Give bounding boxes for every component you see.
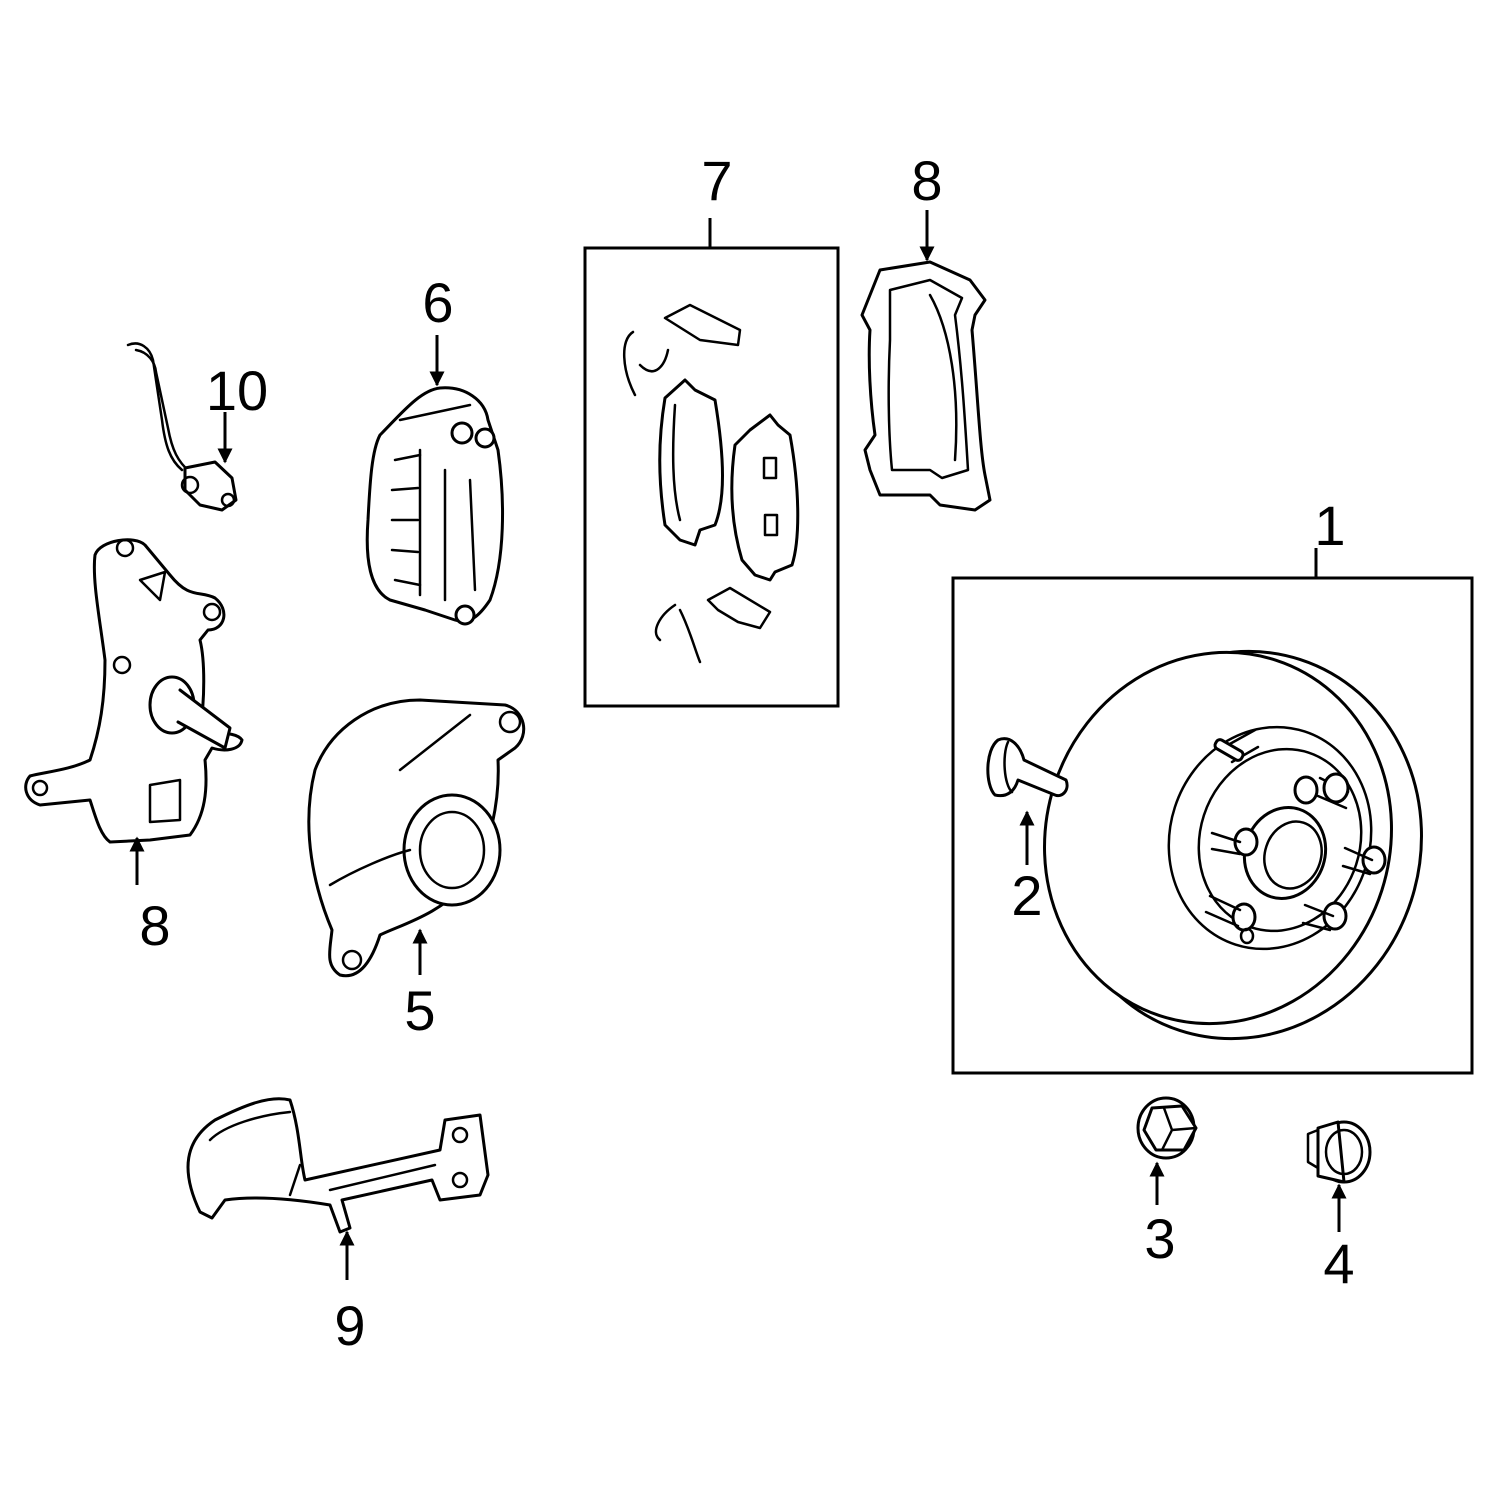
dust-cap-illustration: [1306, 1120, 1372, 1184]
callout-5-label: 5: [404, 979, 435, 1042]
callout-2-label: 2: [1011, 864, 1042, 927]
callout-6-label: 6: [422, 271, 453, 334]
callout-8a-label: 8: [911, 149, 942, 212]
callout-4-label: 4: [1323, 1232, 1354, 1295]
hub-nut-illustration: [1136, 1096, 1198, 1160]
abs-wheel-speed-sensor-illustration: [126, 342, 238, 512]
steering-knuckle-illustration: [24, 538, 244, 844]
splash-shield-illustration: [307, 698, 526, 978]
callout-10-label: 10: [206, 359, 268, 422]
callout-3-label: 3: [1144, 1207, 1175, 1270]
wheel-stud-illustration: [986, 737, 1069, 798]
callout-8b-label: 8: [139, 894, 170, 957]
caliper-bracket-illustration: [860, 260, 992, 512]
rotor-kit-group-box: [951, 576, 1474, 1075]
callout-7-label: 7: [701, 149, 732, 212]
brake-pad-kit-illustration: [622, 303, 800, 664]
callout-1-label: 1: [1314, 494, 1345, 557]
callout-9-label: 9: [334, 1294, 365, 1357]
caliper-illustration: [365, 386, 505, 626]
abs-sensor-harness-illustration: [186, 1097, 490, 1234]
rotor-and-hub-illustration: [1043, 649, 1423, 1041]
